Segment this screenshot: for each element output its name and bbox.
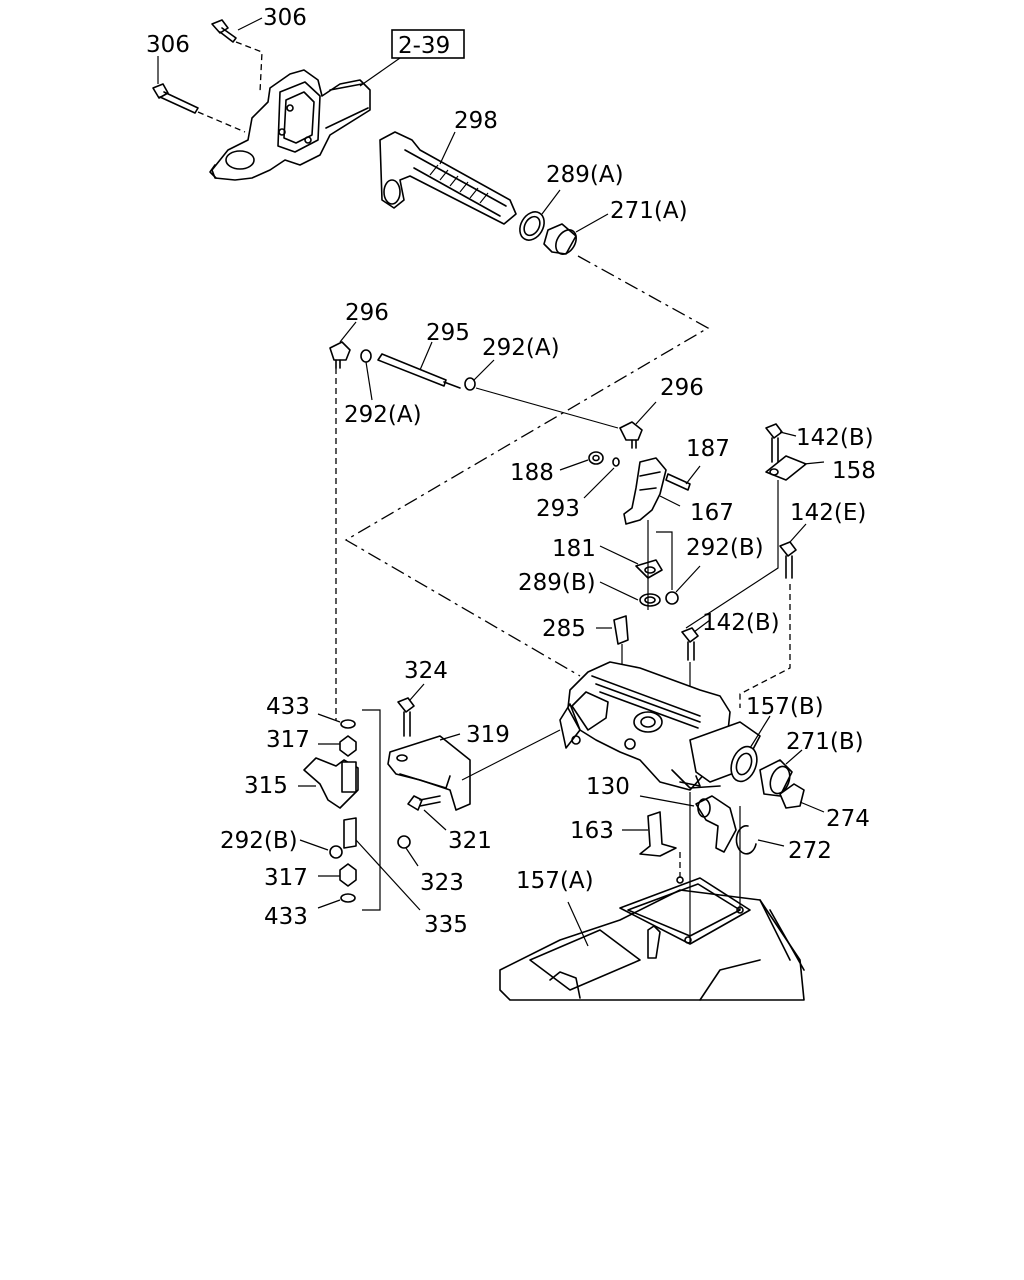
washer-188 bbox=[559, 451, 604, 471]
label-158: 158 bbox=[832, 458, 876, 484]
transmission-housing bbox=[209, 69, 371, 181]
label-289a: 289(A) bbox=[546, 162, 624, 188]
label-142e: 142(E) bbox=[790, 500, 866, 526]
label-285: 285 bbox=[542, 616, 586, 642]
label-296-right: 296 bbox=[660, 375, 704, 401]
bushing-271a bbox=[543, 213, 609, 255]
lever-130 bbox=[639, 795, 737, 853]
label-315: 315 bbox=[244, 773, 288, 799]
label-274: 274 bbox=[826, 806, 870, 832]
seal-289a bbox=[519, 189, 561, 241]
connector-line-158 bbox=[685, 480, 779, 629]
joint-296-right bbox=[619, 401, 657, 449]
nut-292b-upper bbox=[665, 565, 701, 605]
label-296-left: 296 bbox=[345, 300, 389, 326]
nut-292a-left bbox=[360, 349, 373, 401]
label-130: 130 bbox=[586, 774, 630, 800]
bracket-167 bbox=[623, 457, 681, 525]
label-321: 321 bbox=[448, 828, 492, 854]
washer-433-top bbox=[317, 713, 356, 729]
label-317-top: 317 bbox=[266, 727, 310, 753]
link-line-319 bbox=[461, 729, 561, 781]
label-181: 181 bbox=[552, 536, 596, 562]
label-292b-upper: 292(B) bbox=[686, 535, 764, 561]
washer-181 bbox=[599, 545, 663, 579]
bolt-306-left bbox=[152, 56, 246, 133]
label-292a-right: 292(A) bbox=[482, 335, 560, 361]
washer-433-bottom bbox=[317, 893, 356, 909]
bushing-317-bottom bbox=[318, 863, 357, 887]
shift-shaft-298 bbox=[379, 131, 517, 225]
seal-289b bbox=[599, 581, 661, 607]
label-292a-left: 292(A) bbox=[344, 402, 422, 428]
label-163: 163 bbox=[570, 818, 614, 844]
label-142b-top: 142(B) bbox=[796, 425, 874, 451]
nut-292a-right bbox=[464, 359, 495, 391]
label-167: 167 bbox=[690, 500, 734, 526]
nut-323 bbox=[397, 835, 419, 867]
part-labels: 306 306 298 289(A) 271(A) 296 295 292(A)… bbox=[146, 5, 876, 938]
label-188: 188 bbox=[510, 460, 554, 486]
bushing-317-top bbox=[318, 735, 357, 757]
reference-label: 2-39 bbox=[398, 33, 450, 59]
plug-274 bbox=[779, 783, 825, 813]
label-292b-lower: 292(B) bbox=[220, 828, 298, 854]
bushing-271b bbox=[759, 749, 803, 797]
nut-292b-lower bbox=[299, 839, 343, 859]
label-335: 335 bbox=[424, 912, 468, 938]
rod-alignment-line bbox=[475, 387, 619, 429]
transmission-case-157a bbox=[499, 876, 805, 1001]
label-324: 324 bbox=[404, 658, 448, 684]
label-157b: 157(B) bbox=[746, 694, 824, 720]
label-433-top: 433 bbox=[266, 694, 310, 720]
bolt-324 bbox=[397, 683, 425, 737]
label-272: 272 bbox=[788, 838, 832, 864]
label-293: 293 bbox=[536, 496, 580, 522]
label-271b: 271(B) bbox=[786, 729, 864, 755]
snap-ring-272 bbox=[735, 825, 785, 855]
label-306-top: 306 bbox=[263, 5, 307, 31]
joint-296-left bbox=[329, 321, 357, 369]
reference-box: 2-39 bbox=[359, 29, 465, 87]
label-295: 295 bbox=[426, 320, 470, 346]
label-187: 187 bbox=[686, 436, 730, 462]
group-bracket-left bbox=[362, 709, 381, 911]
seal-157b bbox=[730, 715, 771, 783]
bracket-319 bbox=[387, 733, 471, 811]
label-157a: 157(A) bbox=[516, 868, 594, 894]
connector-line-142e bbox=[739, 584, 791, 708]
label-319: 319 bbox=[466, 722, 510, 748]
bracket-guide-line bbox=[647, 520, 673, 610]
plate-158 bbox=[765, 455, 825, 481]
label-306-left: 306 bbox=[146, 32, 190, 58]
rod-295 bbox=[377, 341, 461, 389]
bolt-306-top bbox=[211, 17, 263, 93]
pin-293 bbox=[583, 457, 620, 499]
connector-line-shaft bbox=[344, 255, 710, 677]
control-housing bbox=[559, 661, 761, 791]
sleeve-335 bbox=[343, 817, 421, 911]
label-317-bottom: 317 bbox=[264, 865, 308, 891]
bolt-142b-top bbox=[765, 423, 797, 463]
label-298: 298 bbox=[454, 108, 498, 134]
shaft-163 bbox=[622, 811, 677, 857]
bolt-321 bbox=[407, 795, 447, 831]
label-433-bottom: 433 bbox=[264, 904, 308, 930]
label-289b: 289(B) bbox=[518, 570, 596, 596]
label-323: 323 bbox=[420, 870, 464, 896]
lever-315 bbox=[298, 757, 359, 809]
bolt-142e bbox=[779, 523, 807, 579]
pin-187 bbox=[665, 465, 701, 491]
label-142b-lower: 142(B) bbox=[702, 610, 780, 636]
label-271a: 271(A) bbox=[610, 198, 688, 224]
